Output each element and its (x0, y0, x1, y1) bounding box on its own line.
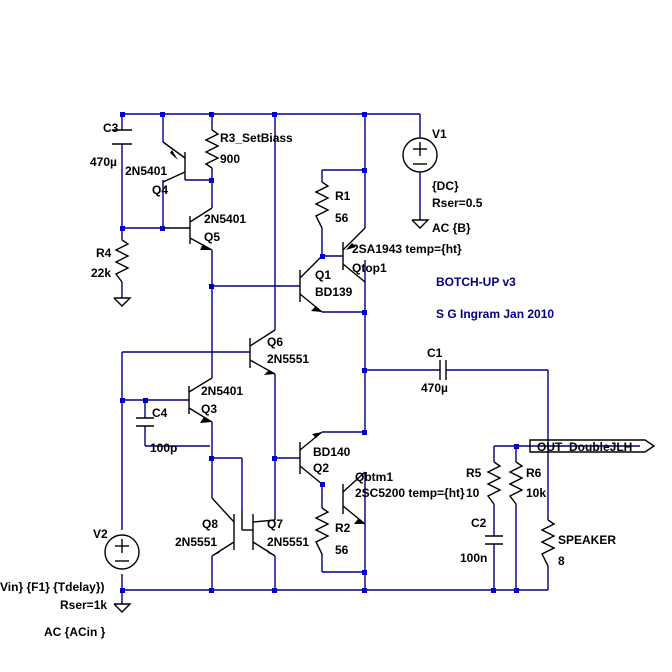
r4-ref: R4 (96, 246, 112, 260)
q1-value: BD139 (315, 285, 353, 299)
r1-ref: R1 (335, 189, 351, 203)
voltage-source-v1[interactable] (402, 137, 438, 173)
r3-ref: R3_SetBiass (220, 131, 293, 145)
q8-value: 2N5551 (175, 535, 217, 549)
c4-ref: C4 (152, 406, 168, 420)
q5-ref: Q5 (204, 230, 220, 244)
v2-ac: AC {ACin } (44, 625, 106, 639)
v2-ref: V2 (93, 527, 108, 541)
capacitor-c1[interactable] (439, 360, 447, 380)
speaker-ref: SPEAKER (558, 533, 616, 547)
v1-ac: AC {B} (432, 221, 471, 235)
transistor-q7[interactable] (242, 514, 276, 557)
q3-value: 2N5401 (201, 384, 243, 398)
r1-value: 56 (335, 211, 349, 225)
resistor-r2[interactable] (314, 507, 330, 555)
resistor-r4[interactable] (114, 239, 130, 283)
r2-value: 56 (335, 543, 349, 557)
capacitor-c4[interactable] (136, 417, 154, 427)
capacitor-c2[interactable] (485, 535, 503, 545)
transistor-q3[interactable] (188, 377, 213, 423)
transistor-q8[interactable] (211, 497, 243, 557)
r6-ref: R6 (526, 466, 542, 480)
ground-symbol-v2 (113, 603, 132, 613)
resistor-r1[interactable] (314, 181, 330, 229)
q4-ref: Q4 (152, 183, 168, 197)
ground-symbol-v1 (411, 219, 430, 229)
transistor-q1[interactable] (299, 255, 323, 313)
q5-value: 2N5401 (204, 212, 246, 226)
v1-value: {DC} (432, 179, 459, 193)
q2-ref: Q2 (313, 461, 329, 475)
transistor-q5[interactable] (163, 207, 213, 251)
v1-ref: V1 (432, 127, 447, 141)
c1-value: 470µ (421, 381, 448, 395)
q6-value: 2N5551 (267, 352, 309, 366)
speaker-value: 8 (558, 554, 565, 568)
output-net-label: OUT_DoubleJLH (537, 440, 632, 454)
resistor-r3[interactable] (204, 129, 220, 169)
v2-rser: Rser=1k (60, 598, 107, 612)
r3-value: 900 (220, 152, 240, 166)
voltage-source-v2[interactable] (104, 534, 140, 570)
qtop1-ref: Qtop1 (352, 261, 387, 275)
transistor-q6[interactable] (249, 329, 276, 375)
q4-value: 2N5401 (125, 164, 167, 178)
qbtm1-value: 2SC5200 temp={ht} (355, 486, 465, 500)
resistor-r6[interactable] (508, 461, 524, 505)
q2-value: BD140 (313, 445, 351, 459)
c4-value: 100p (150, 441, 177, 455)
qtop1-value: 2SA1943 temp={ht} (352, 242, 462, 256)
q7-value: 2N5551 (267, 535, 309, 549)
q3-ref: Q3 (201, 402, 217, 416)
v1-rser: Rser=0.5 (432, 196, 483, 210)
r5-value: 10 (466, 486, 480, 500)
transistor-qbtm1[interactable] (342, 471, 366, 525)
output-net-flag (529, 439, 656, 453)
capacitor-c3[interactable] (112, 129, 132, 145)
transistor-q2[interactable] (299, 431, 323, 485)
title-note: BOTCH-UP v3 (436, 275, 516, 289)
ground-symbol-r4 (113, 297, 132, 307)
wires (121, 113, 640, 604)
resistor-r5[interactable] (486, 461, 502, 505)
q7-ref: Q7 (267, 517, 283, 531)
transistor-qtop1[interactable] (342, 227, 366, 283)
speaker-load[interactable] (540, 519, 556, 567)
r2-ref: R2 (335, 521, 351, 535)
r6-value: 10k (526, 486, 546, 500)
c2-ref: C2 (471, 516, 487, 530)
qbtm1-ref: Qbtm1 (355, 470, 393, 484)
q1-ref: Q1 (315, 268, 331, 282)
transistor-q4[interactable] (162, 141, 186, 183)
author-note: S G Ingram Jan 2010 (436, 307, 554, 321)
c1-ref: C1 (427, 346, 443, 360)
v2-value: Vin} {F1} {Tdelay}) (0, 580, 104, 594)
c3-ref: C3 (103, 121, 119, 135)
c2-value: 100n (460, 551, 487, 565)
c3-value: 470µ (90, 155, 117, 169)
r4-value: 22k (91, 266, 111, 280)
q8-ref: Q8 (202, 517, 218, 531)
q6-ref: Q6 (267, 335, 283, 349)
r5-ref: R5 (466, 466, 482, 480)
junction-dots (120, 112, 519, 593)
